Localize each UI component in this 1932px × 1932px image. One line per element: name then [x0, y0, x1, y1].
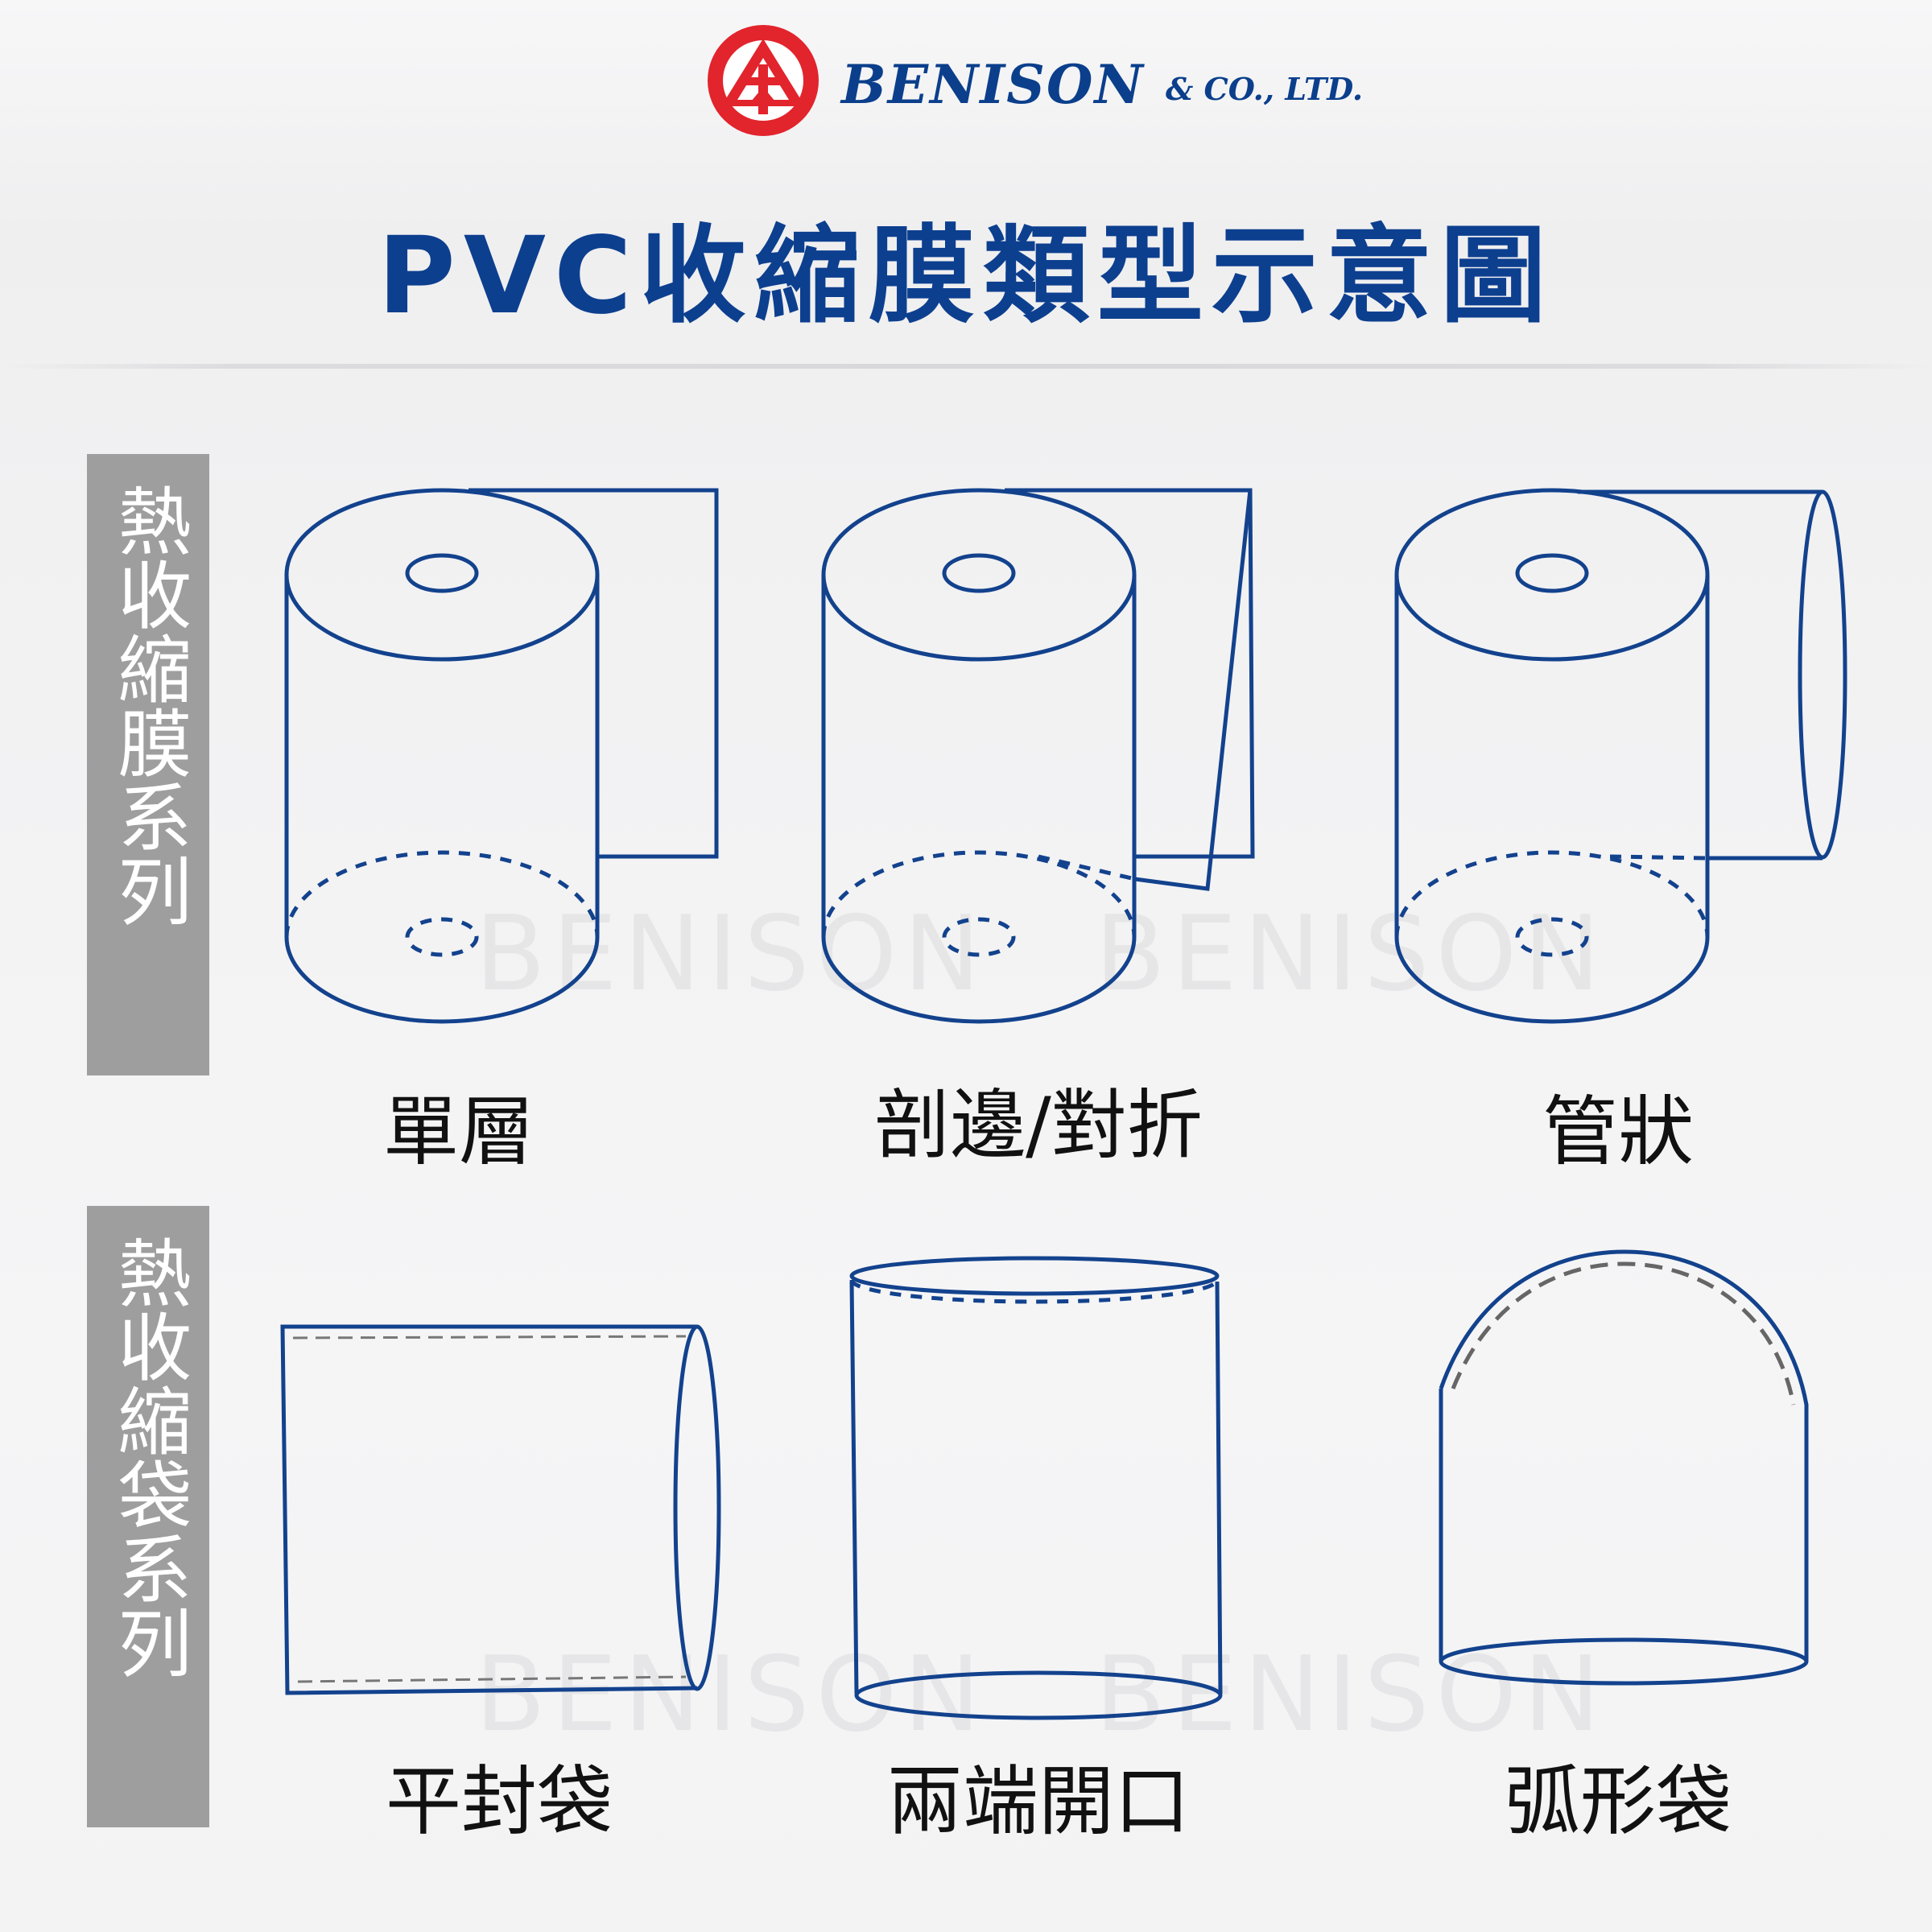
- caption-flat-seal-bag: 平封袋: [385, 1758, 613, 1846]
- folded-roll-icon: [821, 488, 1255, 1024]
- watermark: BENISON: [475, 1635, 987, 1755]
- tubular-roll-icon: [1394, 488, 1847, 1024]
- logo-suffix: & CO., LTD.: [1166, 71, 1364, 107]
- caption-open-ends: 兩端開口: [886, 1758, 1190, 1846]
- arc-bag-icon: [1439, 1249, 1809, 1686]
- open-ends-sleeve-icon: [849, 1256, 1223, 1720]
- single-layer-roll-icon: [284, 488, 719, 1024]
- caption-tubular: 管狀: [1542, 1088, 1694, 1176]
- company-logo: BENISON & CO., LTD.: [700, 23, 1425, 143]
- benison-emblem-icon: [708, 25, 819, 136]
- flat-seal-bag-icon: [280, 1324, 721, 1695]
- section-label-film-series: 熱收縮膜系列: [87, 454, 209, 1075]
- page-title: PVC收縮膜類型示意圖: [378, 214, 1554, 338]
- section-label-bag-series: 熱收縮袋系列: [87, 1206, 209, 1827]
- caption-folded: 剖邊/對折: [874, 1082, 1203, 1170]
- title-divider: [0, 364, 1932, 369]
- caption-single-layer: 單層: [382, 1088, 535, 1176]
- watermark: BENISON: [1095, 1635, 1607, 1755]
- logo-name: BENISON: [841, 53, 1145, 116]
- watermark: BENISON: [1095, 894, 1607, 1014]
- caption-arc-bag: 弧形袋: [1504, 1758, 1732, 1846]
